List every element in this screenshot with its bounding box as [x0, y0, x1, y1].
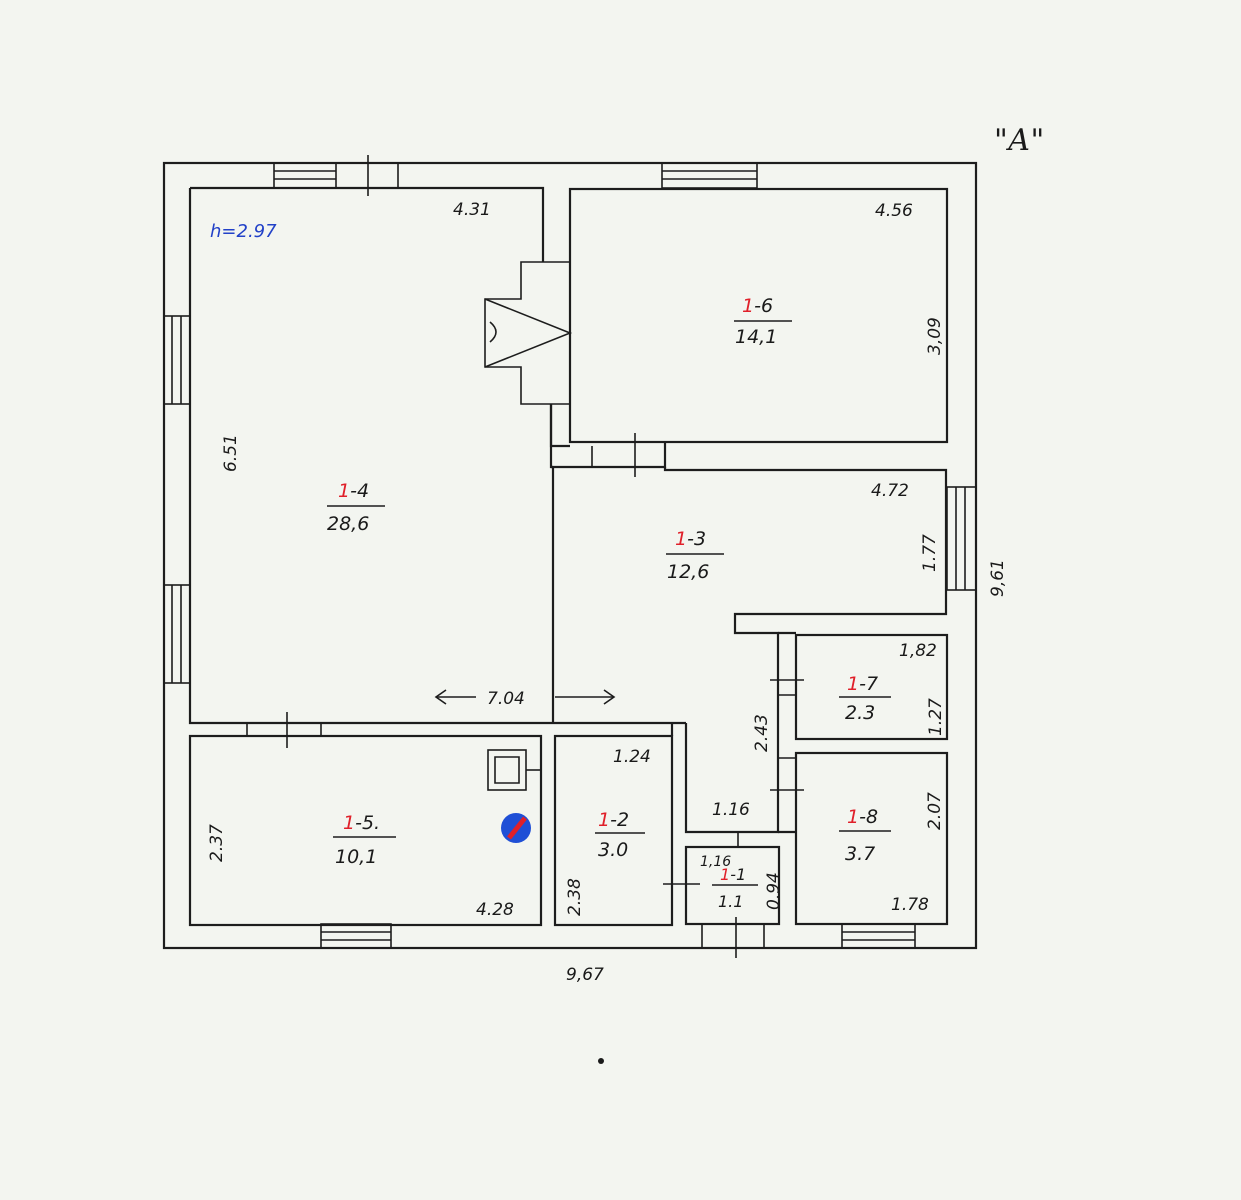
window-left-lower [163, 584, 191, 684]
room-1-4-number: 1-4 [338, 480, 369, 502]
room-1-1-outline [684, 845, 781, 926]
room-1-1-dim-side: 0.94 [764, 872, 784, 910]
ceiling-height-label: h=2.97 [210, 221, 277, 242]
stove-icon [484, 261, 573, 405]
room-1-1-area: 1.1 [718, 892, 743, 911]
window-left-upper [163, 315, 191, 405]
room-1-8-dim-bottom: 1.78 [891, 895, 929, 915]
room-1-6-dim-side: 3,09 [925, 317, 945, 355]
room-1-4-dim-bottom: 7.04 [487, 689, 525, 709]
window-top-left [273, 155, 399, 196]
room-1-2-area: 3.0 [598, 839, 628, 861]
room-1-7-number: 1-7 [847, 673, 878, 695]
room-1-6-area: 14,1 [735, 326, 777, 348]
room-1-2-number: 1-2 [598, 809, 629, 831]
overall-depth: 9,61 [988, 559, 1008, 597]
room-1-6-dim-top: 4.56 [875, 201, 913, 221]
room-1-1-dim-top: 1.16 [712, 800, 750, 820]
room-1-2-dim-side: 2.38 [565, 878, 585, 916]
room-1-5-outline [188, 734, 543, 927]
room-1-8-area: 3.7 [845, 843, 875, 865]
room-1-1-dim-top-inner: 1,16 [700, 854, 731, 870]
room-1-5-area: 10,1 [335, 846, 377, 868]
overall-width: 9,67 [566, 965, 604, 985]
room-1-4-dim-side: 6.51 [221, 434, 241, 472]
room-1-3-dim-top: 4.72 [871, 481, 909, 501]
gas-meter-icon [501, 813, 531, 843]
room-1-8-number: 1-8 [847, 806, 878, 828]
room-1-6-outline [568, 187, 949, 444]
window-right [946, 486, 977, 591]
room-1-5-dim-bottom: 4.28 [476, 900, 514, 920]
stray-dot [598, 1058, 604, 1064]
room-1-4-outline [188, 186, 686, 725]
room-1-4-area: 28,6 [327, 513, 369, 535]
boiler-icon [487, 749, 541, 791]
room-1-7-area: 2.3 [845, 702, 875, 724]
room-1-3-area: 12,6 [667, 561, 709, 583]
room-1-5-number: 1-5. [343, 812, 380, 834]
door-1-4-1-5 [246, 712, 322, 748]
room-1-5-dim-side: 2.37 [207, 824, 227, 862]
windows [163, 155, 977, 949]
room-1-6-number: 1-6 [742, 295, 773, 317]
room-1-3-dim-side: 1.77 [920, 534, 940, 572]
building-letter: "А" [994, 123, 1044, 158]
room-1-3-number: 1-3 [675, 528, 706, 550]
window-bottom-right [841, 923, 916, 949]
room-1-7-dim-side: 1.27 [926, 698, 946, 736]
room-1-8-dim-side: 2.07 [925, 792, 945, 830]
room-1-3-dim-left: 2.43 [752, 714, 772, 752]
room-1-2-dim-top: 1.24 [613, 747, 651, 767]
window-top-right [661, 162, 758, 189]
dimension-arrow-7-04 [434, 689, 616, 705]
room-1-2-outline [553, 734, 674, 927]
room-1-4-dim-top: 4.31 [453, 200, 491, 220]
window-bottom-left [320, 923, 392, 949]
room-1-1-number: 1-1 [720, 865, 746, 884]
room-1-3-outline [663, 467, 948, 834]
room-1-7-outline [794, 633, 949, 741]
room-1-7-dim-top: 1,82 [899, 641, 937, 661]
